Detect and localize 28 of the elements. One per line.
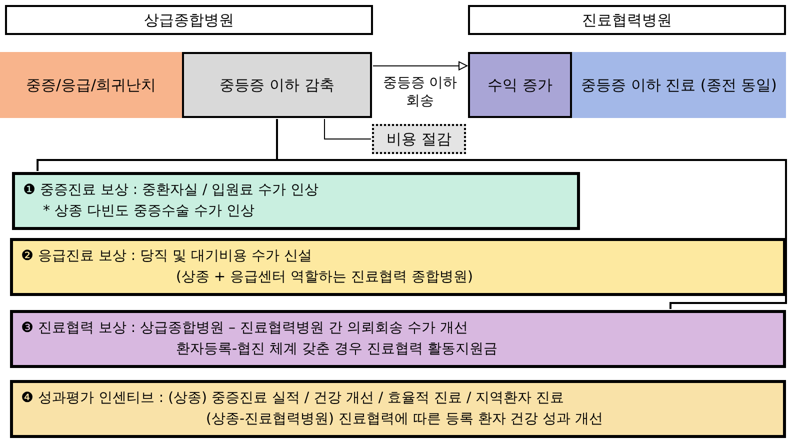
category-box xyxy=(572,52,786,118)
box-text: ❸ 진료협력 보상 : 상급종합병원 – 진료협력병원 간 의뢰회송 수가 개선 xyxy=(21,319,469,338)
box-text: ❶ 중증진료 보상 : 중환자실 / 입원료 수가 인상 xyxy=(23,181,320,200)
box-text: 중등증 이하 진료 (종전 동일) xyxy=(580,74,778,96)
policy-box xyxy=(10,380,786,438)
detail-text: * 상종 다빈도 중증수술 수가 인상 xyxy=(42,202,256,221)
header-box xyxy=(5,5,373,35)
box-text: ❷ 응급진료 보상 : 당직 및 대기비용 수가 신설 xyxy=(21,247,313,266)
detail-text: (상종 + 응급센터 역할하는 진료협력 종합병원) xyxy=(175,268,474,287)
box-text: 비용 절감 xyxy=(386,128,452,150)
arrow xyxy=(372,61,468,70)
connector-line xyxy=(324,118,372,140)
box-text: 상급종합병원 xyxy=(143,10,235,31)
box-text: ❹ 성과평가 인센티브 : (상종) 중증진료 실적 / 건강 개선 / 효율적 진료 / 지역환자 진료 xyxy=(21,389,566,408)
header-box xyxy=(468,5,786,35)
category-box xyxy=(182,52,372,118)
category-box xyxy=(468,52,572,118)
box-text: 중등증 이하 감축 xyxy=(218,74,336,96)
box-text: 진료협력병원 xyxy=(581,10,673,31)
note-box xyxy=(372,124,466,154)
box-text: 중증/응급/희귀난치 xyxy=(24,74,158,96)
detail-text: 환자등록-협진 체계 갖춘 경우 진료협력 활동지원금 xyxy=(175,340,498,359)
box-text: 수익 증가 xyxy=(486,74,554,96)
policy-box xyxy=(10,310,786,368)
detail-text: (상종-진료협력병원) 진료협력에 따른 등록 환자 건강 성과 개선 xyxy=(205,410,604,429)
policy-box xyxy=(12,172,580,230)
policy-box xyxy=(10,238,786,296)
category-box xyxy=(0,52,182,118)
